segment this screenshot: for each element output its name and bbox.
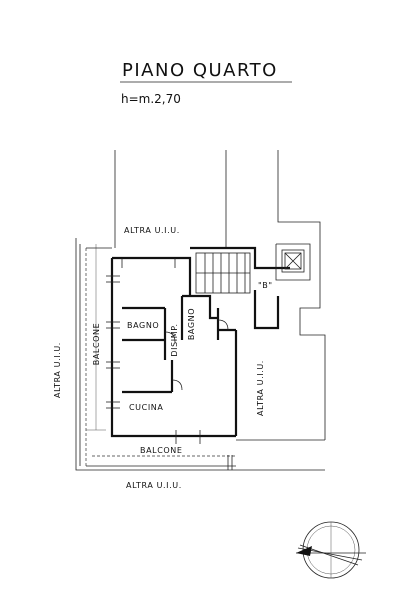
elevator-shaft-icon [275,243,311,281]
staircase [195,252,251,294]
opening-marks [106,258,233,470]
height-note: h=m.2,70 [121,92,181,106]
label-balcone-left: BALCONE [92,323,101,366]
label-bagno-2: BAGNO [187,308,196,340]
label-cucina: CUCINA [129,403,163,412]
plan-title: PIANO QUARTO [122,60,278,81]
label-disimp: DISIMP. [170,323,179,356]
apartment-walls [110,246,290,438]
label-altra-left: ALTRA U.I.U. [53,342,62,398]
balcony-railings [85,247,236,466]
label-balcone-bottom: BALCONE [140,446,183,455]
north-arrow-icon [296,521,366,579]
label-bagno-1: BAGNO [127,321,159,330]
label-altra-top: ALTRA U.I.U. [124,226,180,235]
label-altra-right: ALTRA U.I.U. [256,360,265,416]
neighbor-outlines [75,150,326,471]
label-stair-tag: "B" [258,281,273,290]
label-altra-bottom: ALTRA U.I.U. [126,481,182,490]
